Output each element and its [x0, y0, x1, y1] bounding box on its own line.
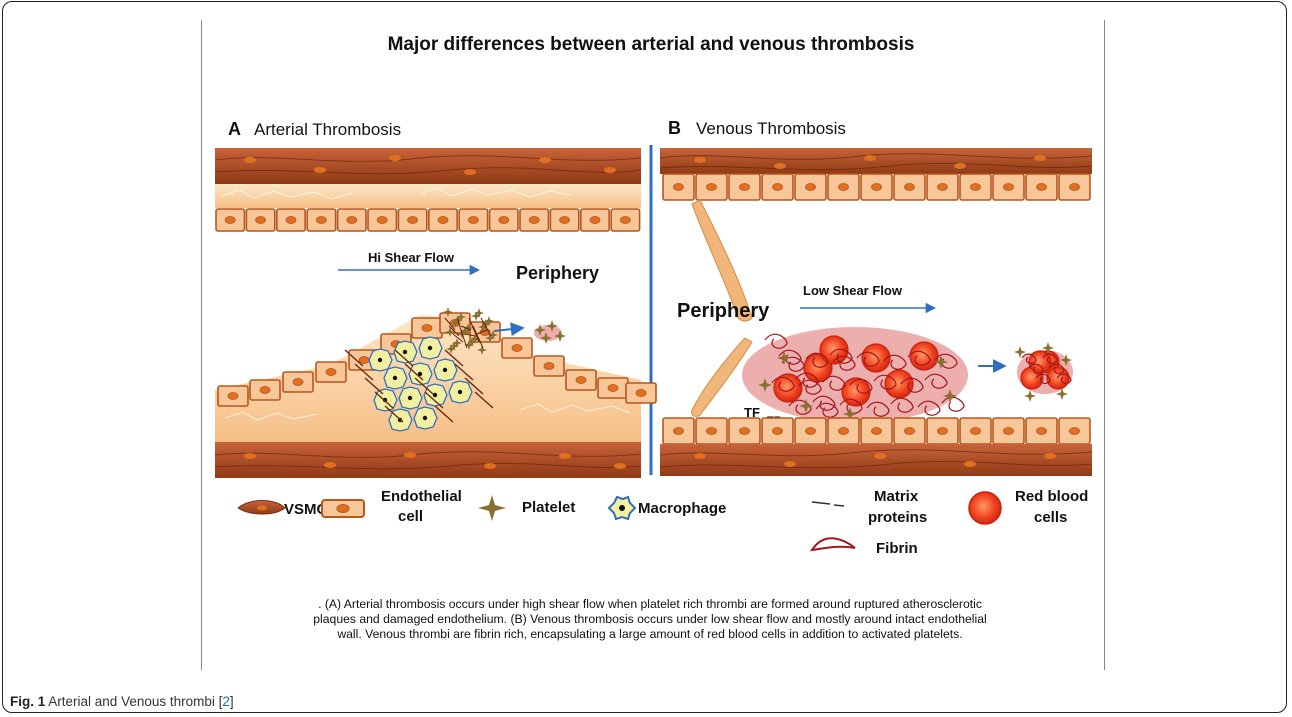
panel-b-letter: B	[668, 118, 681, 138]
legend-matrix-2: proteins	[868, 509, 927, 526]
panel-a-flow-label: Hi Shear Flow	[368, 250, 455, 265]
panel-b-title: Venous Thrombosis	[696, 119, 846, 138]
panel-a-title: Arterial Thrombosis	[254, 120, 401, 139]
legend-platelet: Platelet	[522, 499, 575, 516]
legend: VSMC Endothelial cell Platelet Macrophag…	[238, 488, 1088, 557]
legend-rbc-2: cells	[1034, 509, 1067, 526]
legend-endothelial-1: Endothelial	[381, 488, 462, 505]
panel-a-periphery-label: Periphery	[516, 263, 599, 283]
panel-b-periphery-label: Periphery	[677, 300, 770, 322]
figure-note: . (A) Arterial thrombosis occurs under h…	[240, 597, 1060, 642]
figure-note-line-3: wall. Venous thrombi are fibrin rich, en…	[240, 627, 1060, 642]
panel-b-vessel: Periphery Low Shear Flow TF TF	[660, 148, 1092, 476]
figure-title: Major differences between arterial and v…	[388, 34, 915, 55]
figure-note-line-1: . (A) Arterial thrombosis occurs under h…	[240, 597, 1060, 612]
figure-caption: Fig. 1 Arterial and Venous thrombi [2]	[10, 694, 234, 709]
legend-fibrin: Fibrin	[876, 540, 918, 557]
legend-rbc-icon	[969, 492, 1001, 524]
legend-macrophage: Macrophage	[638, 500, 726, 517]
legend-matrix-1: Matrix	[874, 488, 919, 505]
figure-note-line-2: plaques and damaged endothelium. (B) Ven…	[240, 612, 1060, 627]
caption-text-end: ]	[230, 694, 234, 709]
panel-a-letter: A	[228, 119, 241, 139]
legend-fibrin-icon	[812, 538, 855, 550]
caption-label: Fig. 1	[10, 694, 45, 709]
legend-rbc-1: Red blood	[1015, 488, 1088, 505]
panel-a-vessel: Hi Shear Flow Periphery	[215, 148, 656, 478]
legend-endothelial-2: cell	[398, 508, 423, 525]
legend-vsmc: VSMC	[284, 501, 328, 518]
panel-b-flow-label: Low Shear Flow	[803, 283, 903, 298]
legend-matrix-icon	[812, 502, 844, 506]
caption-reference-link[interactable]: 2	[222, 694, 230, 709]
legend-platelet-icon	[478, 495, 506, 521]
caption-text: Arterial and Venous thrombi [	[48, 694, 222, 709]
